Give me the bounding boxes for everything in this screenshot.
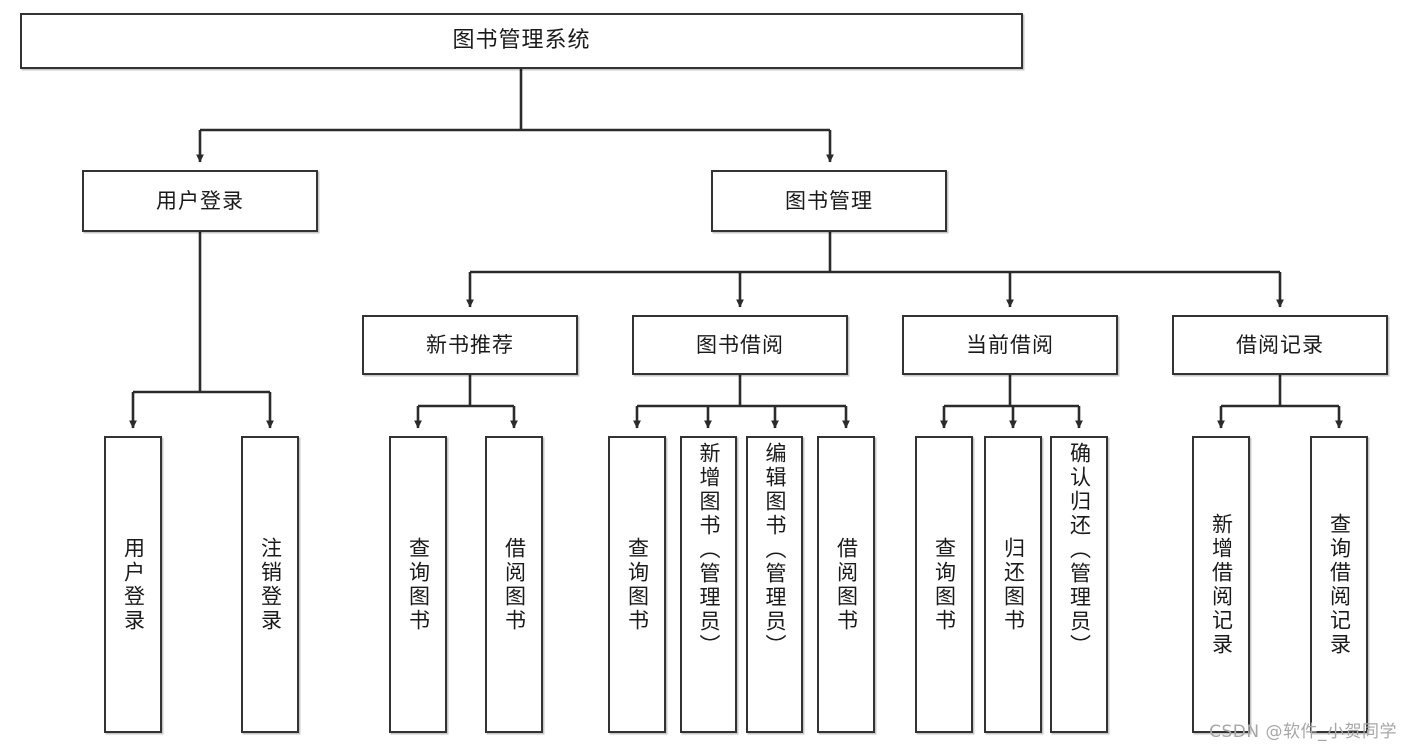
leaf-add-borrow-record-label: 新增借阅记录 <box>1209 512 1234 657</box>
node-book-borrow-label: 图书借阅 <box>696 332 784 357</box>
leaf-add-borrow-record[interactable]: 新增借阅记录 <box>1192 436 1250 733</box>
leaf-return-book[interactable]: 归还图书 <box>984 436 1042 733</box>
node-book-management-label: 图书管理 <box>785 188 873 213</box>
leaf-query-book-current-label: 查询图书 <box>932 536 957 633</box>
leaf-return-book-label: 归还图书 <box>1001 536 1026 633</box>
leaf-borrow-book-recommend-label: 借阅图书 <box>502 536 527 633</box>
leaf-borrow-book-recommend[interactable]: 借阅图书 <box>485 436 543 733</box>
leaf-edit-book-admin[interactable]: 编辑图书（管理员） <box>746 436 803 733</box>
leaf-logout[interactable]: 注销登录 <box>241 436 299 733</box>
leaf-query-book-borrow[interactable]: 查询图书 <box>608 436 666 733</box>
leaf-query-borrow-record[interactable]: 查询借阅记录 <box>1310 436 1368 733</box>
leaf-query-book-recommend-label: 查询图书 <box>406 536 431 633</box>
leaf-borrow-book[interactable]: 借阅图书 <box>817 436 875 733</box>
leaf-borrow-book-label: 借阅图书 <box>834 536 859 633</box>
node-current-borrow[interactable]: 当前借阅 <box>902 315 1118 375</box>
leaf-query-book-current[interactable]: 查询图书 <box>915 436 973 733</box>
leaf-user-login-label: 用户登录 <box>121 536 146 633</box>
node-new-book-recommend-label: 新书推荐 <box>426 332 514 357</box>
leaf-add-book-admin[interactable]: 新增图书（管理员） <box>680 436 737 733</box>
leaf-query-book-borrow-label: 查询图书 <box>625 536 650 633</box>
leaf-confirm-return-admin[interactable]: 确认归还（管理员） <box>1050 436 1108 733</box>
node-current-borrow-label: 当前借阅 <box>966 332 1054 357</box>
node-new-book-recommend[interactable]: 新书推荐 <box>362 315 578 375</box>
node-root-label: 图书管理系统 <box>452 28 591 54</box>
leaf-edit-book-admin-label: 编辑图书（管理员） <box>763 442 787 658</box>
leaf-logout-label: 注销登录 <box>258 536 283 633</box>
node-book-management[interactable]: 图书管理 <box>711 170 947 232</box>
node-borrow-record-label: 借阅记录 <box>1236 332 1324 357</box>
leaf-user-login[interactable]: 用户登录 <box>104 436 162 733</box>
leaf-confirm-return-admin-label: 确认归还（管理员） <box>1067 442 1092 658</box>
node-root[interactable]: 图书管理系统 <box>20 13 1023 69</box>
node-borrow-record[interactable]: 借阅记录 <box>1172 315 1388 375</box>
leaf-add-book-admin-label: 新增图书（管理员） <box>697 442 721 658</box>
csdn-watermark: CSDN @软件_小贺同学 <box>1209 722 1397 742</box>
node-book-borrow[interactable]: 图书借阅 <box>632 315 848 375</box>
node-user-login-label: 用户登录 <box>156 188 244 213</box>
node-user-login[interactable]: 用户登录 <box>82 170 318 232</box>
leaf-query-borrow-record-label: 查询借阅记录 <box>1327 512 1352 657</box>
leaf-query-book-recommend[interactable]: 查询图书 <box>389 436 447 733</box>
